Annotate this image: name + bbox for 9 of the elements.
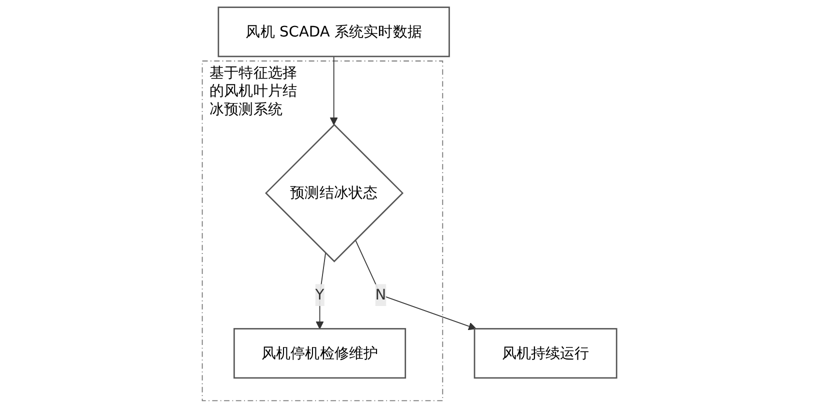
node-diamond: 预测结冰状态 [265, 124, 404, 262]
arrow [354, 239, 476, 330]
edge-label: Y [315, 286, 324, 304]
arrow [330, 56, 338, 126]
node-box: 风机 SCADA 系统实时数据 [218, 6, 450, 58]
node-box: 风机停机检修维护 [234, 328, 406, 379]
node-box: 风机持续运行 [474, 328, 618, 379]
arrow [316, 252, 326, 330]
edge-label: N [375, 286, 386, 304]
